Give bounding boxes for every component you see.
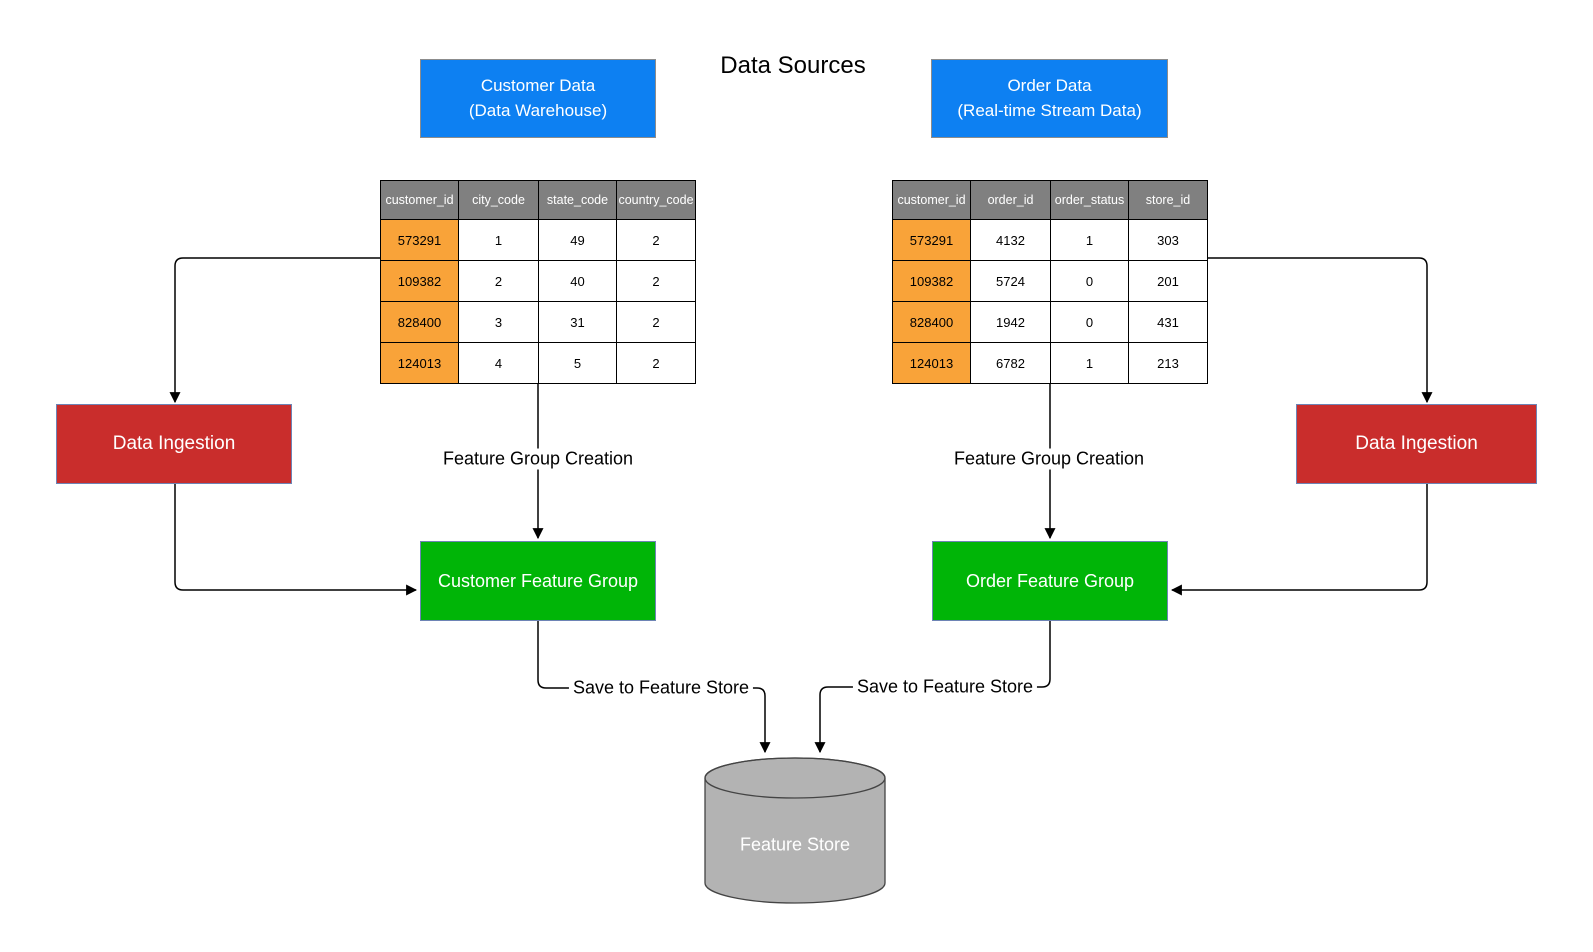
- table-cell: 124013: [892, 342, 971, 384]
- order-table-header-row: customer_id order_id order_status store_…: [892, 180, 1208, 220]
- table-cell: 1: [1050, 342, 1129, 384]
- table-cell: 201: [1128, 260, 1208, 302]
- column-header: customer_id: [380, 180, 459, 220]
- customer-feature-group-box: Customer Feature Group: [420, 541, 656, 621]
- table-cell: 303: [1128, 219, 1208, 261]
- table-cell: 0: [1050, 301, 1129, 343]
- table-row: 828400 1942 0 431: [892, 301, 1208, 343]
- column-header: store_id: [1128, 180, 1208, 220]
- order-data-source-label: Order Data (Real-time Stream Data): [957, 74, 1141, 123]
- table-cell: 213: [1128, 342, 1208, 384]
- order-feature-group-label: Order Feature Group: [965, 570, 1135, 591]
- save-to-feature-store-label-right: Save to Feature Store: [852, 676, 1038, 698]
- edge-ingestion-left-to-customer-feature-group: [174, 484, 418, 596]
- table-row: 109382 5724 0 201: [892, 260, 1208, 302]
- table-cell: 40: [538, 260, 617, 302]
- table-row: 573291 4132 1 303: [892, 219, 1208, 261]
- table-cell: 3: [458, 301, 539, 343]
- table-cell: 1942: [970, 301, 1051, 343]
- edge-customer-table-to-ingestion: [169, 257, 380, 404]
- customer-data-source-label: Customer Data (Data Warehouse): [469, 74, 607, 123]
- page-title: Data Sources: [720, 52, 866, 79]
- feature-store-cylinder: [704, 757, 886, 904]
- column-header: state_code: [538, 180, 617, 220]
- table-cell: 828400: [380, 301, 459, 343]
- table-cell: 31: [538, 301, 617, 343]
- table-cell: 49: [538, 219, 617, 261]
- table-cell: 1: [458, 219, 539, 261]
- table-cell: 2: [616, 342, 696, 384]
- save-to-feature-store-label-left: Save to Feature Store: [568, 677, 754, 699]
- table-cell: 573291: [892, 219, 971, 261]
- data-ingestion-right-box: Data Ingestion: [1296, 404, 1537, 484]
- edge-order-table-to-ingestion: [1207, 257, 1433, 404]
- feature-store-label: Feature Store: [739, 834, 851, 855]
- customer-feature-group-label: Customer Feature Group: [437, 570, 639, 591]
- table-cell: 4132: [970, 219, 1051, 261]
- order-data-source-box: Order Data (Real-time Stream Data): [931, 59, 1168, 138]
- table-cell: 5: [538, 342, 617, 384]
- table-cell: 6782: [970, 342, 1051, 384]
- table-cell: 1: [1050, 219, 1129, 261]
- table-cell: 124013: [380, 342, 459, 384]
- data-ingestion-right-label: Data Ingestion: [1355, 433, 1478, 454]
- table-cell: 109382: [892, 260, 971, 302]
- data-ingestion-left-box: Data Ingestion: [56, 404, 292, 484]
- column-header: order_id: [970, 180, 1051, 220]
- table-cell: 2: [616, 301, 696, 343]
- customer-table-header-row: customer_id city_code state_code country…: [380, 180, 696, 220]
- column-header: customer_id: [892, 180, 971, 220]
- column-header: country_code: [616, 180, 696, 220]
- table-cell: 573291: [380, 219, 459, 261]
- table-row: 124013 6782 1 213: [892, 342, 1208, 384]
- customer-source-line2: (Data Warehouse): [468, 100, 608, 120]
- column-header: order_status: [1050, 180, 1129, 220]
- customer-source-line1: Customer Data: [480, 75, 596, 95]
- table-cell: 431: [1128, 301, 1208, 343]
- feature-group-creation-label-right: Feature Group Creation: [949, 448, 1149, 470]
- order-feature-group-box: Order Feature Group: [932, 541, 1168, 621]
- column-header: city_code: [458, 180, 539, 220]
- table-cell: 2: [616, 219, 696, 261]
- table-cell: 2: [616, 260, 696, 302]
- feature-store-cylinder-rim: [704, 757, 886, 799]
- table-cell: 109382: [380, 260, 459, 302]
- order-table: customer_id order_id order_status store_…: [892, 180, 1208, 384]
- table-row: 573291 1 49 2: [380, 219, 696, 261]
- data-ingestion-left-label: Data Ingestion: [112, 433, 236, 454]
- customer-table: customer_id city_code state_code country…: [380, 180, 696, 384]
- table-cell: 5724: [970, 260, 1051, 302]
- table-row: 109382 2 40 2: [380, 260, 696, 302]
- table-row: 828400 3 31 2: [380, 301, 696, 343]
- table-cell: 2: [458, 260, 539, 302]
- feature-group-creation-label-left: Feature Group Creation: [438, 448, 638, 470]
- order-source-line1: Order Data: [1007, 75, 1092, 95]
- table-row: 124013 4 5 2: [380, 342, 696, 384]
- order-source-line2: (Real-time Stream Data): [957, 100, 1142, 120]
- table-cell: 0: [1050, 260, 1129, 302]
- edge-ingestion-right-to-order-feature-group: [1170, 484, 1428, 596]
- customer-data-source-box: Customer Data (Data Warehouse): [420, 59, 656, 138]
- table-cell: 828400: [892, 301, 971, 343]
- table-cell: 4: [458, 342, 539, 384]
